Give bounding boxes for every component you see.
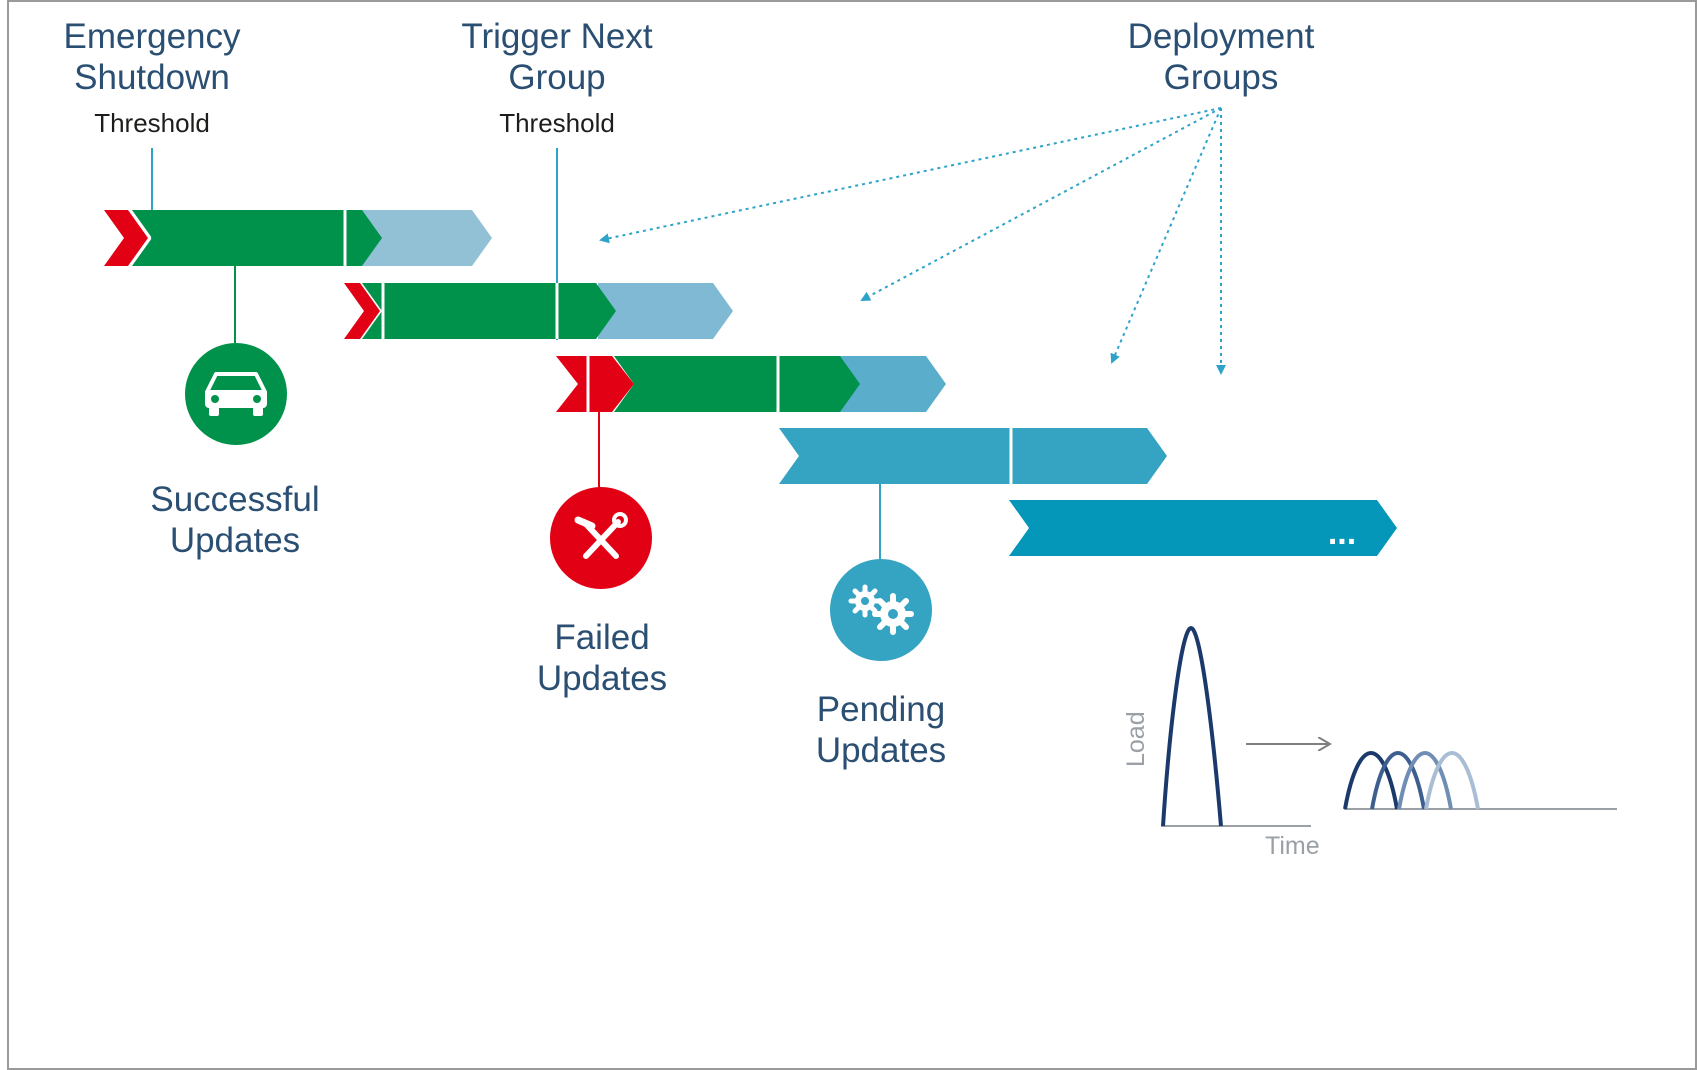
trigger-next-group-label: Trigger Next Group Threshold	[461, 17, 653, 138]
deployment-label-line2: Groups	[1164, 58, 1279, 97]
row1-success-segment	[132, 210, 382, 266]
emergency-threshold-label: Threshold	[94, 108, 210, 138]
failed-updates-marker: Failed Updates	[537, 412, 667, 698]
row5-pending-segment	[1009, 500, 1397, 556]
failed-label-line1: Failed	[554, 618, 649, 657]
staggered-peak-3	[1397, 750, 1453, 810]
trigger-label-line2: Group	[508, 58, 605, 97]
emergency-label-line2: Shutdown	[74, 58, 230, 97]
deployment-group-row-3	[556, 356, 946, 412]
failed-label-line2: Updates	[537, 659, 667, 698]
row5-ellipsis: ...	[1328, 514, 1356, 552]
trigger-threshold-label: Threshold	[499, 108, 615, 138]
successful-label-line2: Updates	[170, 521, 300, 560]
emergency-label-line1: Emergency	[63, 17, 241, 56]
hammer-wrench-icon	[574, 512, 628, 559]
row3-failed-segment	[556, 356, 634, 412]
pending-label-line2: Updates	[816, 731, 946, 770]
deployment-groups-label: Deployment Groups	[1128, 17, 1315, 97]
gears-icon	[848, 584, 914, 635]
deployment-arrow-2	[860, 107, 1222, 301]
emergency-shutdown-label: Emergency Shutdown Threshold	[63, 17, 241, 138]
row3-success-segment	[614, 356, 860, 412]
row1-failed-segment	[104, 210, 148, 266]
time-axis-label: Time	[1265, 832, 1320, 860]
frame-border	[7, 0, 1697, 1070]
car-icon	[205, 372, 267, 416]
row2-pending-segment	[598, 283, 733, 339]
deployment-group-row-2	[344, 283, 733, 339]
trigger-label-line1: Trigger Next	[461, 17, 653, 56]
successful-updates-marker: Successful Updates	[150, 266, 320, 560]
staggered-peak-1	[1343, 750, 1399, 810]
row1-pending-segment	[360, 210, 492, 266]
load-time-inset: Load Time	[1122, 625, 1617, 860]
deployment-group-row-4	[779, 428, 1167, 484]
pending-updates-marker: Pending Updates	[816, 484, 946, 770]
load-axis-label: Load	[1122, 711, 1150, 767]
staggered-peak-4	[1424, 750, 1480, 810]
deployment-arrow-3	[1110, 107, 1222, 364]
pending-label-line1: Pending	[817, 690, 945, 729]
deployment-groups-arrows	[599, 107, 1226, 375]
single-peak-curve	[1161, 625, 1223, 827]
deployment-group-row-5: ...	[1009, 500, 1397, 556]
deployment-group-row-1	[104, 210, 492, 266]
row2-failed-segment	[344, 283, 380, 339]
successful-label-line1: Successful	[150, 480, 319, 519]
row3-pending-segment	[832, 356, 946, 412]
deployment-arrow-1	[599, 107, 1222, 244]
row2-success-segment	[362, 283, 616, 339]
staggered-peak-2	[1370, 750, 1426, 810]
row4-pending-segment	[779, 428, 1167, 484]
deployment-label-line1: Deployment	[1128, 17, 1315, 56]
